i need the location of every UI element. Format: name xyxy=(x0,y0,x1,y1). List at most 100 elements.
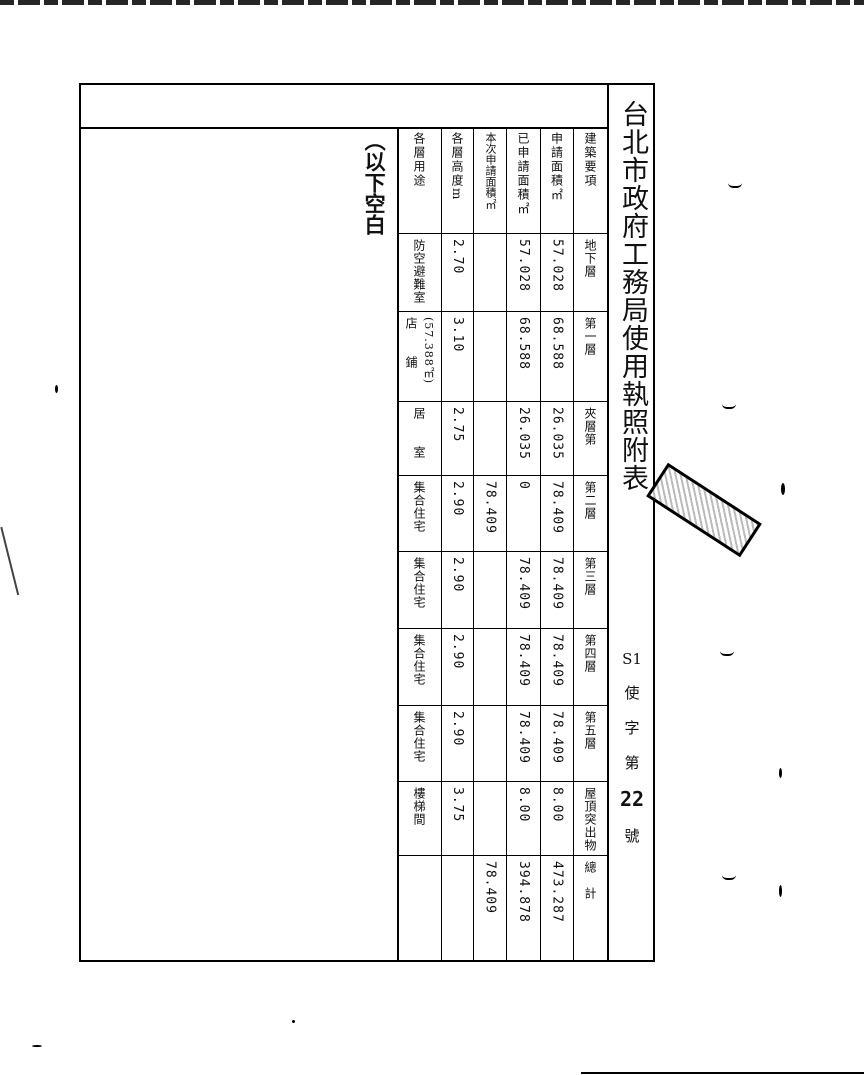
scan-speck xyxy=(292,1020,295,1023)
table-line xyxy=(398,705,608,706)
document-title: 台北市政府工務局使用執照附表 xyxy=(617,100,648,492)
permit-char-2: 字 xyxy=(624,719,640,737)
cell-previous-5: 78.409 xyxy=(516,634,531,687)
scan-mark xyxy=(720,651,734,656)
permit-char-3: 第 xyxy=(624,754,640,772)
table-line xyxy=(398,401,608,402)
cell-applied-7: 8.00 xyxy=(549,787,565,823)
permit-number-value: 22 xyxy=(619,787,645,811)
label-applied-area: 申請面積㎡ xyxy=(549,132,564,202)
scan-speck xyxy=(32,1045,42,1047)
table-line xyxy=(473,128,474,961)
label-current-area: 本次申請面積㎡ xyxy=(484,132,497,209)
cell-header-5: 第四層 xyxy=(583,634,597,673)
scan-speck xyxy=(779,768,782,778)
table-line xyxy=(398,628,608,629)
top-band-divider xyxy=(80,127,609,129)
table-line xyxy=(398,311,608,312)
cell-current-5 xyxy=(474,628,506,705)
cell-previous-6: 78.409 xyxy=(516,711,531,764)
cell-current-4 xyxy=(474,551,506,628)
table-line xyxy=(398,233,608,234)
table-line xyxy=(398,855,608,856)
cell-previous-4: 78.409 xyxy=(516,557,531,610)
permit-char-1: 使 xyxy=(624,684,640,702)
cell-applied-1: 68.588 xyxy=(549,317,565,370)
cell-header-4: 第三層 xyxy=(583,557,597,596)
cell-height-0: 2.70 xyxy=(450,239,465,275)
cell-previous-7: 8.00 xyxy=(516,787,531,823)
cell-header-1: 第一層 xyxy=(583,317,597,356)
cell-height-2: 2.75 xyxy=(450,407,465,443)
label-header: 建築要項 xyxy=(583,132,597,188)
cell-previous-0: 57.028 xyxy=(516,239,531,292)
table-left-border xyxy=(397,128,399,961)
label-floor-height: 各層高度m xyxy=(450,132,464,202)
table-line xyxy=(540,128,541,961)
cell-previous-8: 394.878 xyxy=(516,861,531,923)
cell-height-7: 3.75 xyxy=(450,787,465,823)
cell-current-0 xyxy=(474,233,506,311)
cell-current-8: 78.409 xyxy=(482,861,498,914)
scan-mark xyxy=(728,183,742,188)
cell-usage-0: 防空避難室 xyxy=(412,239,426,304)
cell-header-7: 屋頂突出物 xyxy=(583,787,597,852)
permit-number: S1 使 字 第 22 號 xyxy=(619,650,645,860)
table-line xyxy=(398,781,608,782)
margin-scribble xyxy=(0,514,68,596)
cell-current-1 xyxy=(474,311,506,401)
cell-usage-5: 集合住宅 xyxy=(412,634,426,686)
cell-header-8: 總 計 xyxy=(583,861,597,900)
scan-mark xyxy=(722,875,736,880)
cell-current-3: 78.409 xyxy=(482,481,498,534)
title-band-divider xyxy=(607,84,609,961)
cell-header-3: 第二層 xyxy=(583,481,597,520)
cell-previous-1: 68.588 xyxy=(516,317,531,370)
scan-speck xyxy=(779,885,782,897)
table-line xyxy=(573,128,574,961)
cell-applied-5: 78.409 xyxy=(549,634,565,687)
cell-height-5: 2.90 xyxy=(450,634,465,670)
cell-usage-3: 集合住宅 xyxy=(412,481,426,533)
cell-current-2 xyxy=(474,401,506,475)
cell-previous-3: 0 xyxy=(516,481,531,490)
cell-header-2: 夾層第 xyxy=(583,407,597,446)
cell-usage-7: 樓梯間 xyxy=(412,787,426,826)
scan-edge-line xyxy=(581,1072,864,1074)
scan-speck xyxy=(781,483,785,495)
scan-speck xyxy=(55,385,58,393)
blank-below-note: （以下空白 xyxy=(362,130,388,235)
cell-previous-2: 26.035 xyxy=(516,407,531,460)
cell-height-6: 2.90 xyxy=(450,711,465,747)
cell-header-0: 地下層 xyxy=(583,239,597,278)
cell-usage-8 xyxy=(398,855,441,961)
cell-applied-3: 78.409 xyxy=(549,481,565,534)
label-previous-area: 已申請面積㎡ xyxy=(516,132,530,216)
table-line xyxy=(398,475,608,476)
cell-height-8 xyxy=(442,855,473,961)
table-line xyxy=(506,128,507,961)
usage-note: (57.388㎡) xyxy=(422,317,435,385)
scan-artifact-top xyxy=(0,0,864,5)
table-line xyxy=(398,551,608,552)
cell-applied-0: 57.028 xyxy=(549,239,565,292)
cell-applied-6: 78.409 xyxy=(549,711,565,764)
cell-usage-1: 店 鋪(57.388㎡) xyxy=(398,311,441,401)
cell-usage-2: 居 室 xyxy=(412,407,426,459)
cell-current-6 xyxy=(474,705,506,781)
cell-height-4: 2.90 xyxy=(450,557,465,593)
label-usage: 各層用途 xyxy=(412,132,426,188)
cell-current-7 xyxy=(474,781,506,855)
permit-suffix: 號 xyxy=(624,827,640,845)
cell-header-6: 第五層 xyxy=(583,711,597,750)
cell-applied-2: 26.035 xyxy=(549,407,565,460)
cell-applied-4: 78.409 xyxy=(549,557,565,610)
scan-mark xyxy=(722,404,736,409)
cell-usage-6: 集合住宅 xyxy=(412,711,426,763)
cell-applied-8: 473.287 xyxy=(549,861,565,923)
approval-stamp xyxy=(646,462,762,558)
cell-height-3: 2.90 xyxy=(450,481,465,517)
form-border xyxy=(79,83,655,962)
permit-prefix: S1 xyxy=(622,650,642,668)
cell-usage-4: 集合住宅 xyxy=(412,557,426,609)
